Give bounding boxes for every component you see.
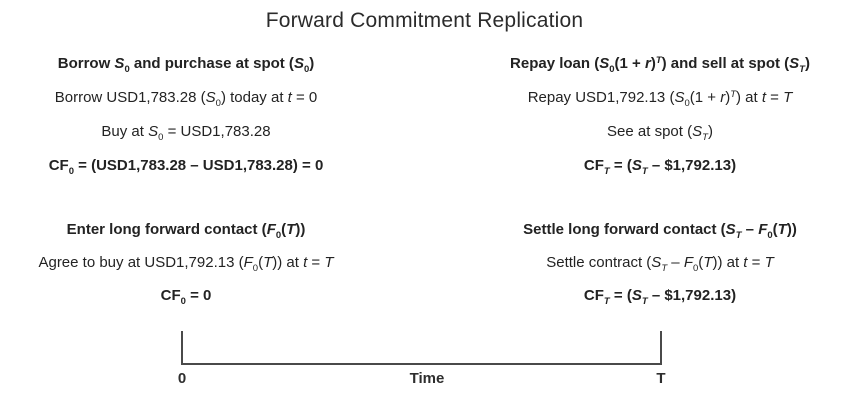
cashflow-line: CF0 = (USD1,783.28 – USD1,783.28) = 0	[48, 157, 324, 177]
timeline-label-time: Time	[409, 370, 445, 387]
figure-title: Forward Commitment Replication	[265, 9, 584, 32]
panel-enter-long-forward: Enter long forward contact (F0(T)) Agree…	[0, 221, 372, 320]
panel-line: Repay USD1,792.13 (S0(1 + r)T) at t = T	[527, 89, 793, 109]
timeline-label-start: 0	[177, 370, 187, 387]
panel-line: Settle contract (ST – F0(T)) at t = T	[546, 254, 774, 274]
panel-heading: Repay loan (S0(1 + r)T) and sell at spot…	[510, 55, 810, 75]
panel-line: Agree to buy at USD1,792.13 (F0(T)) at t…	[38, 254, 334, 274]
panel-heading: Borrow S0 and purchase at spot (S0)	[57, 55, 315, 75]
panel-heading: Settle long forward contact (ST – F0(T))	[523, 221, 797, 241]
cashflow-line: CFT = (ST – $1,792.13)	[583, 157, 737, 177]
panel-line: Borrow USD1,783.28 (S0) today at t = 0	[54, 89, 318, 109]
panel-line: See at spot (ST)	[607, 123, 713, 143]
cashflow-line: CFT = (ST – $1,792.13)	[583, 287, 737, 307]
panel-heading: Enter long forward contact (F0(T))	[66, 221, 306, 241]
timeline-axis	[181, 331, 662, 365]
panel-borrow-and-purchase: Borrow S0 and purchase at spot (S0) Borr…	[0, 55, 372, 191]
timeline-label-end: T	[656, 370, 666, 387]
cashflow-line: CF0 = 0	[160, 287, 212, 307]
panel-line: Buy at S0 = USD1,783.28	[101, 123, 271, 143]
panel-settle-long-forward: Settle long forward contact (ST – F0(T))…	[474, 221, 846, 320]
panel-repay-and-sell: Repay loan (S0(1 + r)T) and sell at spot…	[474, 55, 846, 191]
